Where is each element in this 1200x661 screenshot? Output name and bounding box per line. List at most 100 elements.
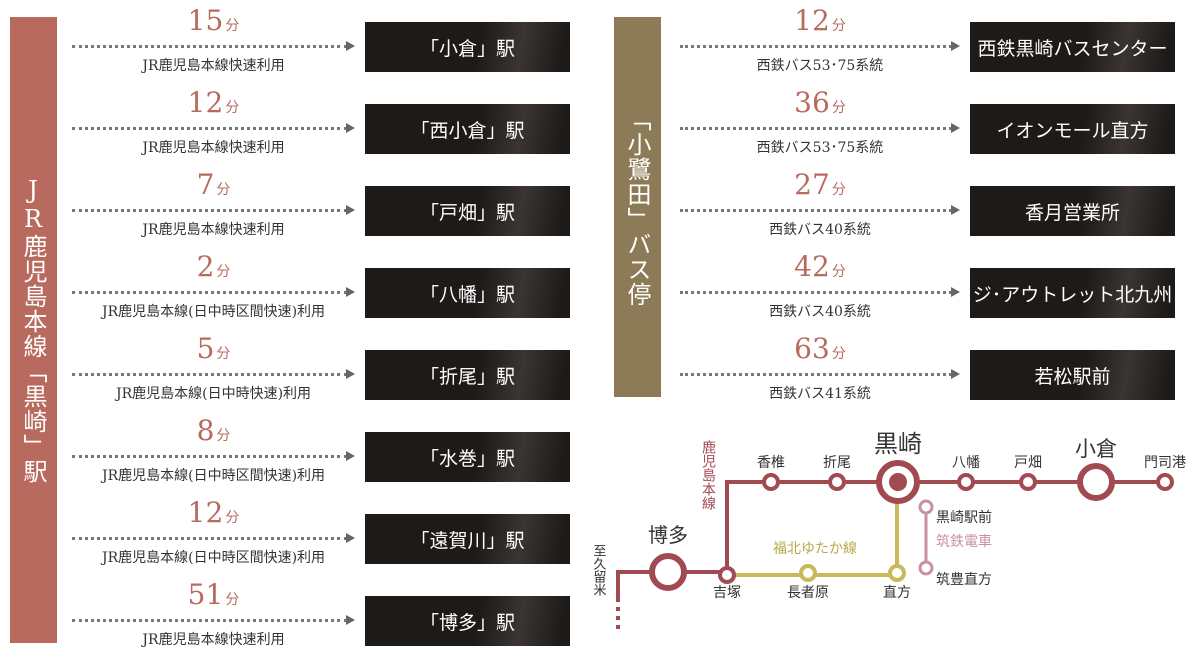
destination-box: 「遠賀川」駅	[365, 514, 570, 564]
time-value: 7	[196, 168, 215, 201]
label-kashii: 香椎	[757, 455, 785, 471]
route-description: 西鉄バス40系統	[769, 304, 871, 320]
fukuhoku-line	[727, 482, 899, 577]
label-hakata: 博多	[648, 523, 688, 547]
time-value: 36	[794, 86, 830, 119]
label-chojabaru: 長者原	[787, 585, 829, 601]
station-chojabaru	[799, 564, 817, 582]
station-mojiko	[1156, 473, 1174, 491]
time-unit: 分	[831, 264, 846, 280]
label-kurosaki: 黒崎	[874, 430, 922, 458]
time-value: 12	[794, 4, 830, 37]
station-tobata	[1019, 473, 1037, 491]
origin-bus-stop-label: 「小鷺田」バス停	[614, 17, 661, 397]
route-description: JR鹿児島本線(日中時区間快速)利用	[101, 304, 326, 320]
dotted-arrow-icon	[72, 451, 355, 461]
dotted-arrow-icon	[72, 615, 355, 625]
time-value: 42	[794, 250, 830, 283]
station-chikuho-nogata	[918, 560, 934, 576]
origin-jr-kurosaki-label: JR鹿児島本線「黒崎」駅	[10, 17, 57, 643]
time-unit: 分	[225, 100, 240, 116]
label-yoshizuka: 吉塚	[713, 585, 741, 601]
dotted-arrow-icon	[72, 533, 355, 543]
time-value: 27	[794, 168, 830, 201]
dotted-arrow-icon	[680, 123, 960, 133]
time-unit: 分	[216, 182, 231, 198]
route-description: 西鉄バス41系統	[769, 386, 871, 402]
dotted-arrow-icon	[680, 287, 960, 297]
route-description: 西鉄バス53･75系統	[756, 140, 884, 156]
label-fukuhoku-line: 福北ゆたか線	[773, 541, 857, 557]
route-description: JR鹿児島本線快速利用	[142, 140, 285, 156]
station-nogata	[888, 564, 906, 582]
time-unit: 分	[225, 592, 240, 608]
destination-box: 香月営業所	[970, 186, 1175, 236]
label-chikuho-nogata: 筑豊直方	[936, 571, 992, 588]
destination-box: 「水巻」駅	[365, 432, 570, 482]
route-description: 西鉄バス53･75系統	[756, 58, 884, 74]
time-unit: 分	[216, 428, 231, 444]
dotted-arrow-icon	[72, 123, 355, 133]
time-unit: 分	[225, 510, 240, 526]
dotted-arrow-icon	[680, 205, 960, 215]
station-yahata	[957, 473, 975, 491]
label-kagoshima-line: 鹿児島本線	[700, 439, 716, 510]
destination-box: 「西小倉」駅	[365, 104, 570, 154]
time-value: 2	[196, 250, 215, 283]
label-mojiko: 門司港	[1144, 455, 1186, 471]
destination-box: 「八幡」駅	[365, 268, 570, 318]
time-unit: 分	[831, 100, 846, 116]
dotted-arrow-icon	[72, 369, 355, 379]
station-hakata	[649, 553, 687, 591]
time-unit: 分	[831, 182, 846, 198]
dotted-arrow-icon	[680, 369, 960, 379]
station-kurosaki-ekimae	[918, 499, 934, 515]
time-unit: 分	[225, 18, 240, 34]
label-kurosaki-ekimae: 黒崎駅前	[936, 509, 992, 526]
route-description: 西鉄バス40系統	[769, 222, 871, 238]
route-description: JR鹿児島本線快速利用	[142, 632, 285, 648]
destination-box: 西鉄黒崎バスセンター	[970, 22, 1175, 72]
time-unit: 分	[216, 346, 231, 362]
label-chikutetsu: 筑鉄電車	[936, 533, 992, 550]
destination-box: イオンモール直方	[970, 104, 1175, 154]
label-orio: 折尾	[823, 455, 851, 471]
label-kokura: 小倉	[1075, 437, 1117, 461]
destination-box: 「戸畑」駅	[365, 186, 570, 236]
label-nogata: 直方	[883, 584, 911, 601]
route-description: JR鹿児島本線(日中時快速)利用	[115, 386, 312, 402]
time-value: 51	[187, 578, 224, 611]
time-unit: 分	[831, 346, 846, 362]
station-orio	[828, 473, 846, 491]
route-description: JR鹿児島本線(日中時区間快速)利用	[101, 468, 326, 484]
route-description: JR鹿児島本線(日中時区間快速)利用	[101, 550, 326, 566]
dotted-arrow-icon	[72, 41, 355, 51]
destination-box: 「博多」駅	[365, 596, 570, 646]
label-to-kurume: 至久留米	[591, 544, 607, 596]
time-unit: 分	[831, 18, 846, 34]
time-unit: 分	[216, 264, 231, 280]
station-kokura	[1077, 463, 1115, 501]
